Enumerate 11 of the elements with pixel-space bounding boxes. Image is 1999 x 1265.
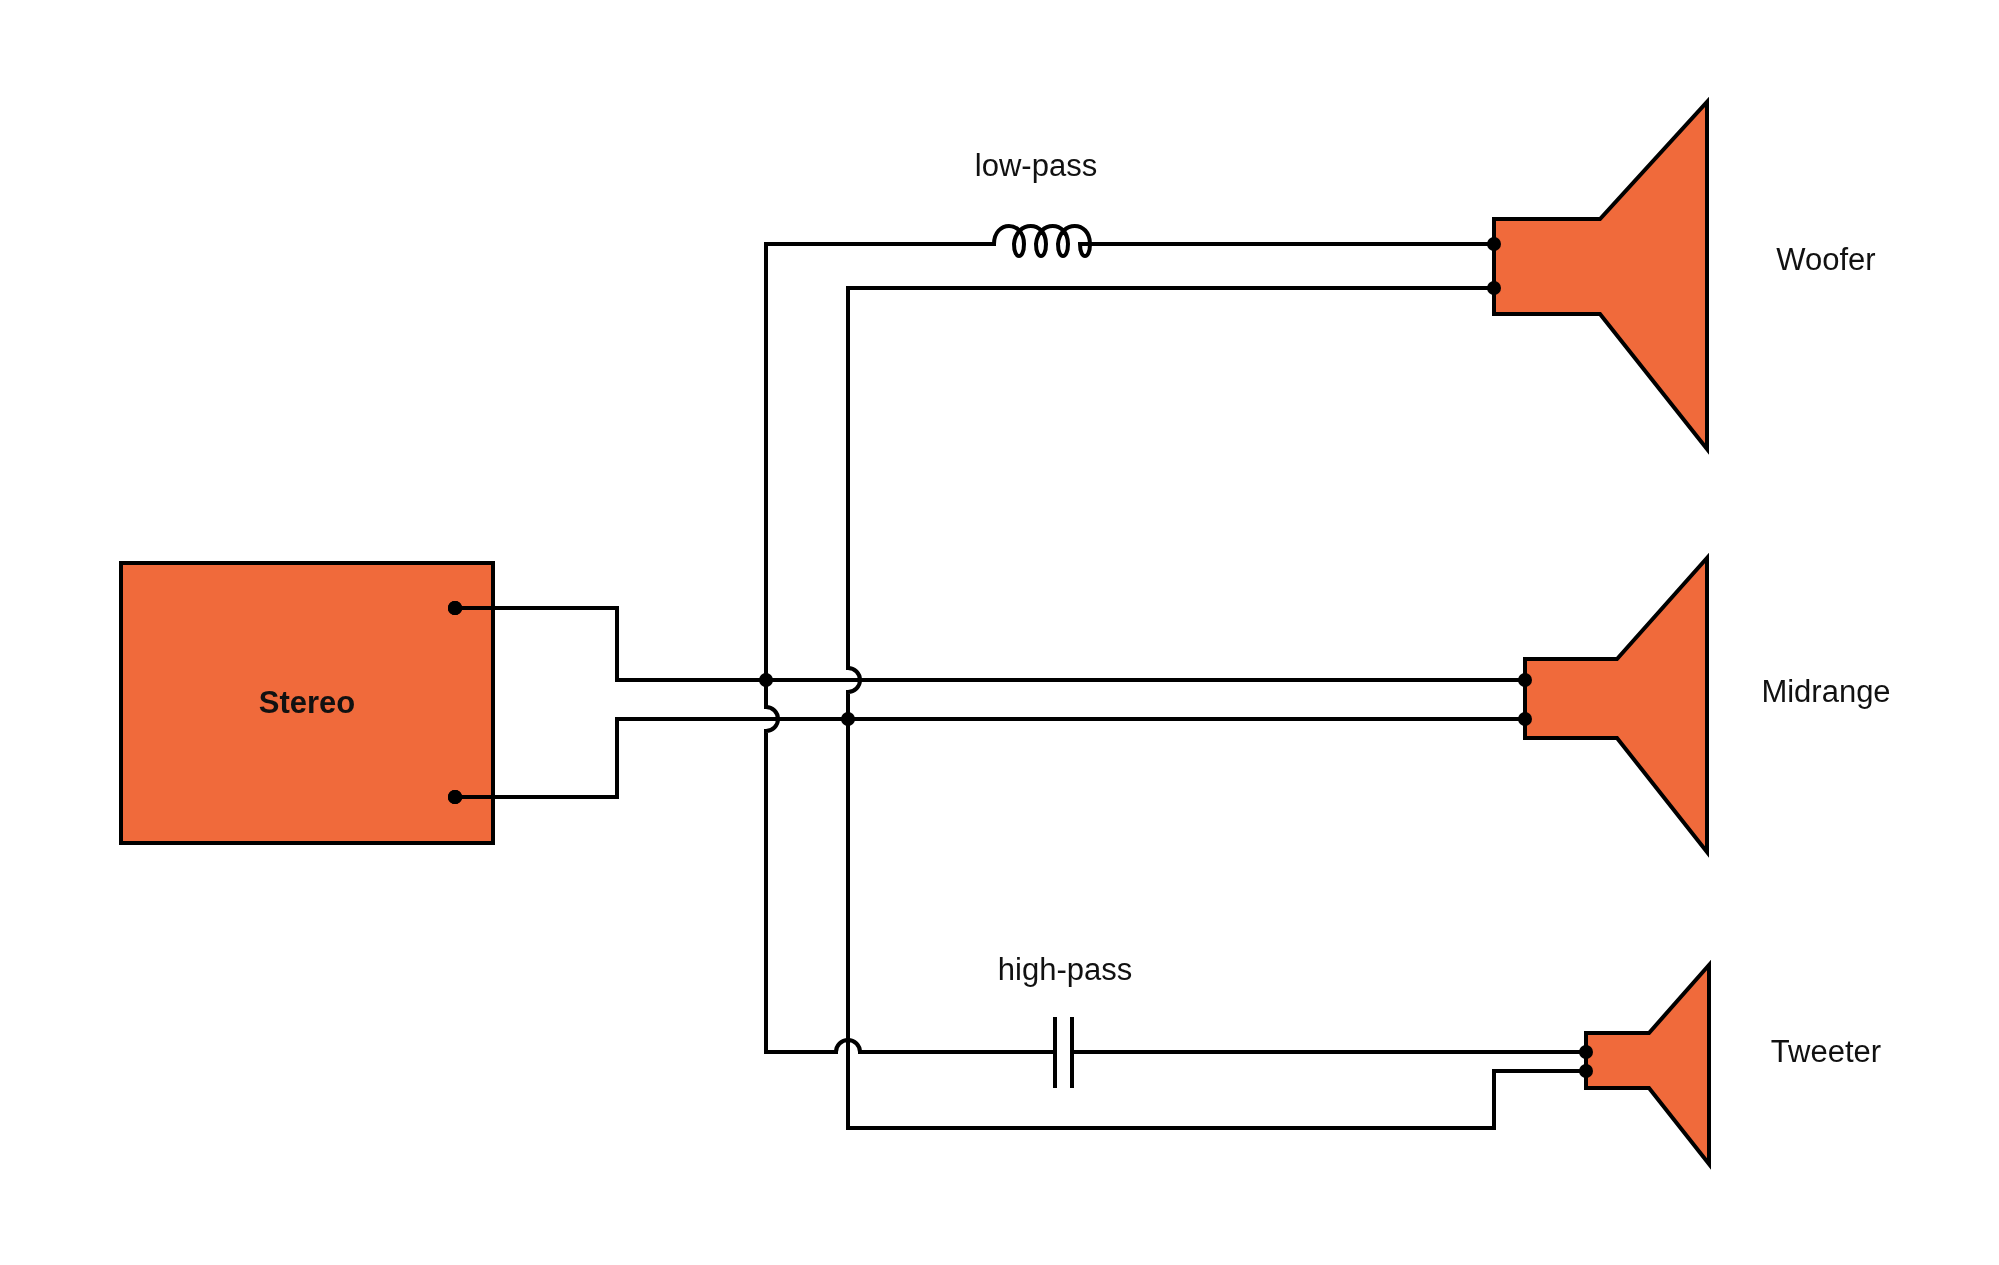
wire [448,717,1593,1130]
speaker-label: Midrange [1761,674,1891,710]
filter-label: high-pass [997,952,1133,988]
wire [1074,1045,1593,1059]
stereo-box [119,561,495,845]
speaker-label: Woofer [1776,242,1876,278]
filter-label: low-pass [974,148,1098,184]
box-label: Stereo [258,685,356,721]
wire [448,601,1057,1054]
speaker-label: Tweeter [1770,1034,1882,1070]
wire [1084,237,1501,251]
